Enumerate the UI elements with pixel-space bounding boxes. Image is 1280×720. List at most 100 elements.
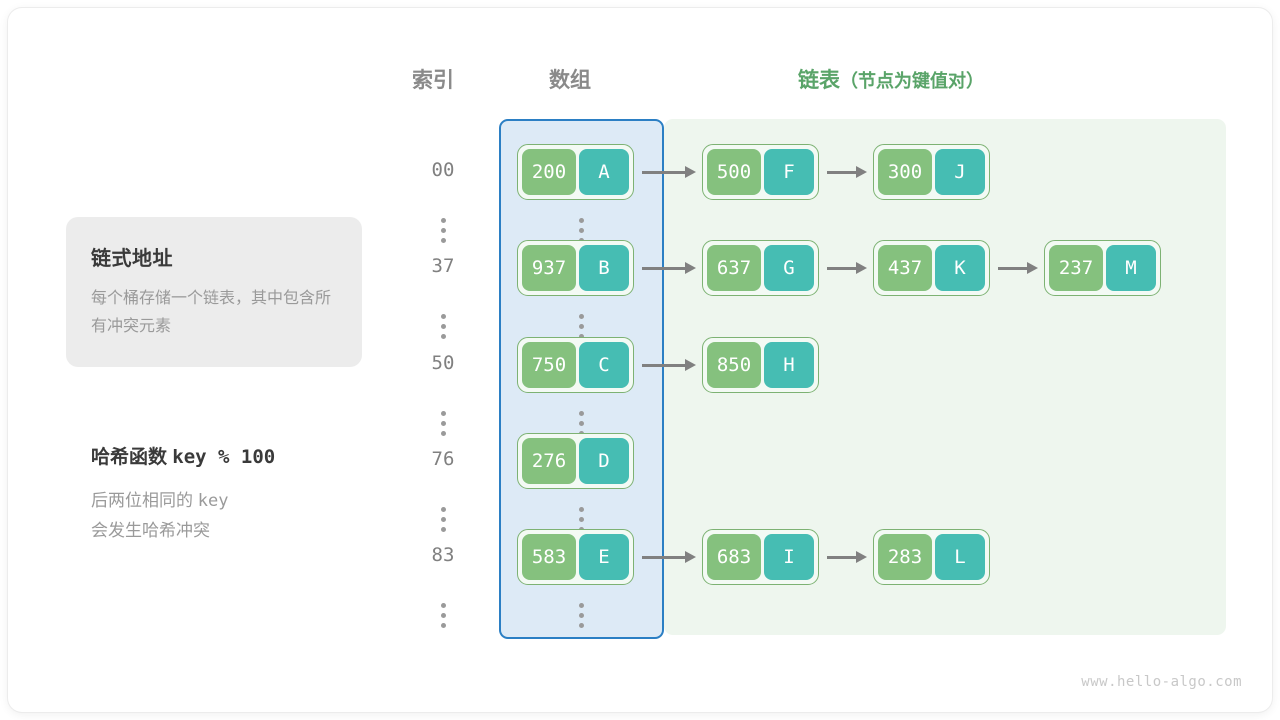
node-key: 850: [707, 342, 761, 388]
node-key: 283: [878, 534, 932, 580]
node-key: 750: [522, 342, 576, 388]
ellipsis-dot: [440, 517, 446, 522]
ellipsis-dot: [440, 238, 446, 243]
hash-desc-line2: 会发生哈希冲突: [91, 521, 210, 540]
ellipsis-dot: [440, 411, 446, 416]
ellipsis-dot: [440, 314, 446, 319]
chain-arrow: [642, 551, 696, 563]
ellipsis-dot: [578, 603, 584, 608]
node-key: 583: [522, 534, 576, 580]
arrow-head: [856, 262, 867, 274]
ellipsis-dot: [440, 421, 446, 426]
info-card-title: 链式地址: [91, 248, 173, 270]
node-value: I: [764, 534, 814, 580]
ellipsis-dot: [578, 623, 584, 628]
ellipsis-dot: [578, 613, 584, 618]
arrow-head: [685, 359, 696, 371]
hash-function-formula: key % 100: [172, 446, 276, 468]
ellipsis-dot: [440, 324, 446, 329]
ellipsis-dot: [440, 623, 446, 628]
ellipsis-index-1: [436, 314, 450, 339]
node-key: 500: [707, 149, 761, 195]
chain-arrow: [827, 262, 867, 274]
chain-arrow: [642, 359, 696, 371]
node-value: K: [935, 245, 985, 291]
node-value: B: [579, 245, 629, 291]
header-linked-list-main: 链表: [798, 69, 840, 92]
ellipsis-dot: [578, 421, 584, 426]
node-key: 637: [707, 245, 761, 291]
watermark: www.hello-algo.com: [1081, 674, 1242, 690]
arrow-head: [685, 262, 696, 274]
header-linked-list: 链表（节点为键值对）: [798, 64, 984, 94]
ellipsis-dot: [578, 314, 584, 319]
arrow-shaft: [827, 266, 856, 270]
ellipsis-dot: [440, 613, 446, 618]
arrow-shaft: [642, 363, 685, 367]
index-label-83: 83: [431, 544, 455, 566]
hash-desc-line1-a: 后两位相同的: [91, 491, 198, 510]
index-label-76: 76: [431, 448, 455, 470]
node-value: H: [764, 342, 814, 388]
ellipsis-dot: [578, 228, 584, 233]
chain-arrow: [827, 166, 867, 178]
ellipsis-dot: [578, 517, 584, 522]
ellipsis-dot: [440, 431, 446, 436]
node-key: 437: [878, 245, 932, 291]
ellipsis-dot: [440, 603, 446, 608]
ellipsis-dot: [578, 324, 584, 329]
node-key: 937: [522, 245, 576, 291]
chain-arrow: [827, 551, 867, 563]
node-key: 683: [707, 534, 761, 580]
header-index: 索引: [412, 69, 454, 92]
arrow-shaft: [642, 266, 685, 270]
hash-function-description: 后两位相同的 key 会发生哈希冲突: [91, 486, 351, 546]
node-value: M: [1106, 245, 1156, 291]
hash-function-title: 哈希函数 key % 100: [91, 442, 275, 469]
node-key: 300: [878, 149, 932, 195]
hash-function-label: 哈希函数: [91, 447, 168, 468]
node-key: 200: [522, 149, 576, 195]
arrow-head: [856, 166, 867, 178]
index-label-50: 50: [431, 352, 455, 374]
chain-arrow: [642, 262, 696, 274]
node-value: A: [579, 149, 629, 195]
ellipsis-array-1: [574, 314, 588, 339]
node-value: F: [764, 149, 814, 195]
ellipsis-dot: [440, 218, 446, 223]
ellipsis-dot: [440, 527, 446, 532]
ellipsis-dot: [440, 228, 446, 233]
chain-arrow: [642, 166, 696, 178]
node-value: D: [579, 438, 629, 484]
ellipsis-array-4: [574, 603, 588, 628]
ellipsis-dot: [440, 507, 446, 512]
index-label-37: 37: [431, 255, 455, 277]
ellipsis-index-2: [436, 411, 450, 436]
ellipsis-index-4: [436, 603, 450, 628]
ellipsis-dot: [578, 334, 584, 339]
arrow-head: [856, 551, 867, 563]
arrow-head: [1027, 262, 1038, 274]
node-value: C: [579, 342, 629, 388]
node-value: J: [935, 149, 985, 195]
ellipsis-index-3: [436, 507, 450, 532]
arrow-shaft: [998, 266, 1027, 270]
arrow-head: [685, 166, 696, 178]
node-value: E: [579, 534, 629, 580]
arrow-head: [685, 551, 696, 563]
info-card-description: 每个桶存储一个链表，其中包含所有冲突元素: [91, 290, 332, 335]
node-value: L: [935, 534, 985, 580]
ellipsis-index-0: [436, 218, 450, 243]
node-value: G: [764, 245, 814, 291]
arrow-shaft: [642, 170, 685, 174]
